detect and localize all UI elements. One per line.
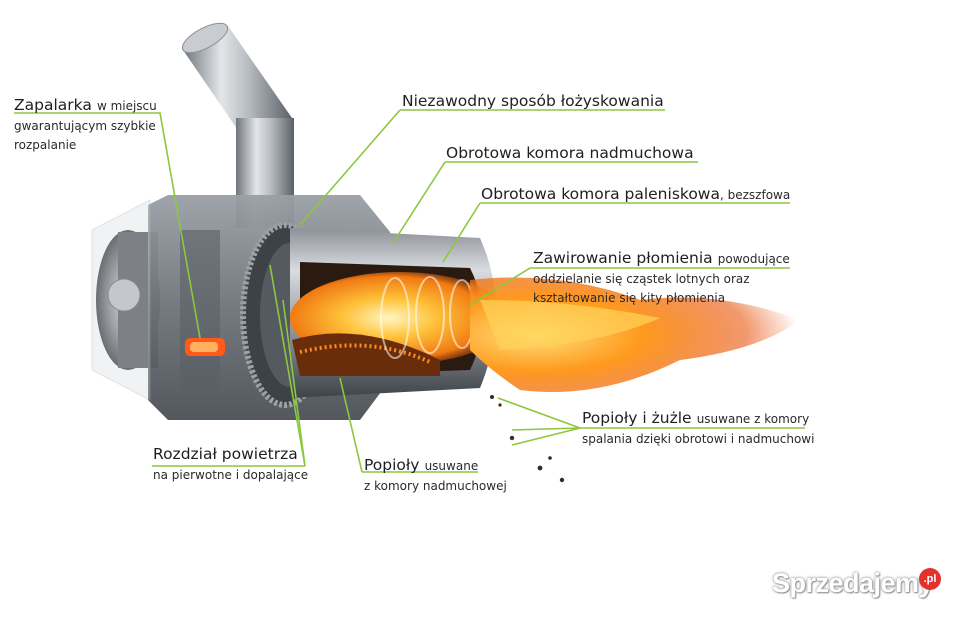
bearing-title: Niezawodny sposób łożyskowania	[402, 92, 664, 110]
ignitor-inline: w miejscu	[96, 99, 157, 113]
watermark-logo: Sprzedajemy	[772, 568, 934, 598]
air-split-title: Rozdział powietrza	[153, 445, 298, 463]
swirl-label: Zawirowanie płomienia powodujące oddziel…	[533, 248, 790, 306]
ash-title: Popioły	[364, 456, 420, 474]
furnace-label: Obrotowa komora paleniskowa, bezszfowa	[481, 184, 790, 204]
bearing-label: Niezawodny sposób łożyskowania	[402, 91, 664, 111]
ignitor-title: Zapalarka	[14, 96, 92, 114]
ash-slag-line2: spalania dzięki obrotowi i nadmuchowi	[582, 431, 815, 446]
callout-lines	[14, 109, 805, 473]
ash-slag-title: Popioły i żużle	[582, 409, 692, 427]
ignitor-line3: rozpalanie	[14, 137, 77, 152]
rotating-chamber	[290, 228, 510, 398]
ash-slag-label: Popioły i żużle usuwane z komory spalani…	[582, 408, 814, 447]
ignitor-label: Zapalarka w miejscu gwarantującym szybki…	[14, 95, 157, 153]
watermark-badge: .pl	[919, 568, 941, 590]
ash-label: Popioły usuwane z komory nadmuchowej	[364, 455, 507, 494]
swirl-line2: oddzielanie się cząstek lotnych oraz	[533, 271, 750, 286]
furnace-title: Obrotowa komora paleniskowa	[481, 185, 720, 203]
ash-line2: z komory nadmuchowej	[364, 478, 507, 493]
swirl-line3: kształtowanie się kity płomienia	[533, 290, 726, 305]
flame-plume	[470, 277, 800, 483]
air-split-label: Rozdział powietrza na pierwotne i dopala…	[153, 444, 308, 483]
furnace-inline: , bezszfowa	[719, 188, 791, 202]
ash-inline: usuwane	[424, 459, 479, 473]
swirl-inline: powodujące	[717, 252, 790, 266]
ignitor-line2: gwarantującym szybkie	[14, 118, 156, 133]
swirl-title: Zawirowanie płomienia	[533, 249, 713, 267]
blower-title: Obrotowa komora nadmuchowa	[446, 144, 694, 162]
air-split-line2: na pierwotne i dopalające	[153, 467, 309, 482]
exhaust-pipe	[181, 22, 294, 228]
ash-slag-inline: usuwane z komory	[696, 412, 810, 426]
blower-label: Obrotowa komora nadmuchowa	[446, 143, 694, 163]
